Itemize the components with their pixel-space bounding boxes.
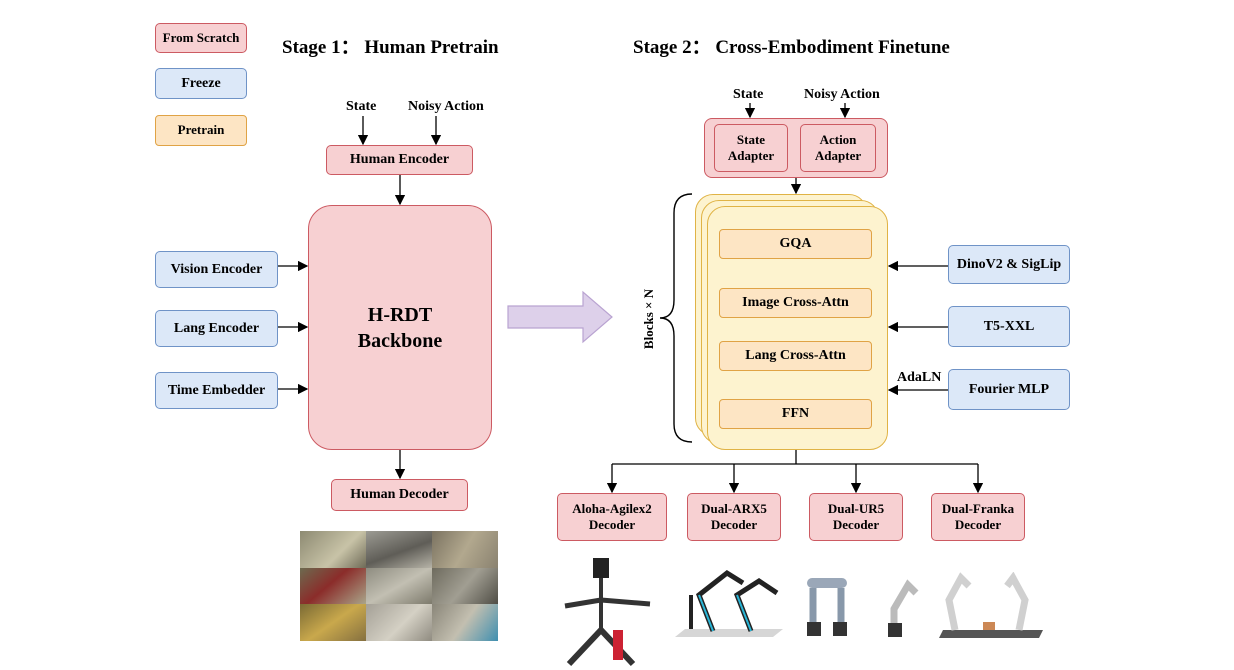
dual-arx5-decoder: Dual-ARX5 Decoder	[687, 493, 781, 541]
adaln-label: AdaLN	[897, 370, 942, 385]
decoder-suffix: Decoder	[588, 517, 636, 532]
action-adapter-line1: Action	[819, 131, 857, 147]
stage1-noisy-action-label: Noisy Action	[408, 99, 484, 114]
frame-1	[300, 531, 366, 568]
stage-transition-arrow	[507, 290, 613, 344]
ffn-block: FFN	[719, 399, 872, 429]
gqa-block: GQA	[719, 229, 872, 259]
backbone-line1: H-RDT	[367, 303, 433, 326]
stage1-state-label: State	[346, 99, 377, 114]
dual-ur5-robot-image	[807, 578, 847, 636]
action-adapter: Action Adapter	[800, 124, 876, 172]
stage2-noisy-action-label: Noisy Action	[804, 87, 880, 102]
decoder-suffix: Decoder	[710, 517, 758, 532]
lang-encoder: Lang Encoder	[155, 310, 278, 347]
decoder-name: Dual-Franka	[941, 500, 1015, 516]
state-adapter-line1: State	[736, 131, 766, 147]
blocks-brace	[659, 193, 693, 443]
legend-freeze: Freeze	[155, 68, 247, 99]
frame-8	[366, 604, 432, 641]
decoder-name: Dual-ARX5	[701, 500, 767, 516]
human-decoder: Human Decoder	[331, 479, 468, 511]
legend-from-scratch: From Scratch	[155, 23, 247, 53]
dual-ur5-decoder: Dual-UR5 Decoder	[809, 493, 903, 541]
frame-7	[300, 604, 366, 641]
aloha-agilex2-robot-image	[564, 558, 651, 667]
decoder-name: Aloha-Agilex2	[572, 500, 652, 516]
state-adapter: State Adapter	[714, 124, 788, 172]
vision-encoder: Vision Encoder	[155, 251, 278, 288]
stage1-title: Stage 1： Human Pretrain	[282, 37, 499, 58]
frame-2	[366, 531, 432, 568]
dual-franka-robot-image	[939, 572, 1043, 638]
frame-6	[432, 568, 498, 604]
state-adapter-line2: Adapter	[727, 148, 775, 163]
frame-4	[300, 568, 366, 604]
dinov2-siglip-encoder: DinoV2 & SigLip	[948, 245, 1070, 284]
decoder-suffix: Decoder	[954, 517, 1002, 532]
frame-3	[432, 531, 498, 568]
dual-arx5-robot-image	[675, 569, 783, 637]
aloha-agilex2-decoder: Aloha-Agilex2 Decoder	[557, 493, 667, 541]
decoder-name: Dual-UR5	[827, 500, 885, 516]
t5-xxl-encoder: T5-XXL	[948, 306, 1070, 347]
fourier-mlp: Fourier MLP	[948, 369, 1070, 410]
dual-franka-single-arm-image	[888, 579, 919, 637]
human-encoder: Human Encoder	[326, 145, 473, 175]
lang-cross-attn-block: Lang Cross-Attn	[719, 341, 872, 371]
h-rdt-backbone: H-RDT Backbone	[308, 205, 492, 450]
human-video-frames	[300, 531, 498, 641]
legend-pretrain: Pretrain	[155, 115, 247, 146]
frame-9	[432, 604, 498, 641]
decoder-suffix: Decoder	[832, 517, 880, 532]
blocks-times-n-label: Blocks × N	[641, 288, 656, 350]
backbone-line2: Backbone	[357, 329, 443, 352]
stage2-title: Stage 2： Cross-Embodiment Finetune	[633, 37, 950, 58]
dual-franka-decoder: Dual-Franka Decoder	[931, 493, 1025, 541]
image-cross-attn-block: Image Cross-Attn	[719, 288, 872, 318]
time-embedder: Time Embedder	[155, 372, 278, 409]
action-adapter-line2: Adapter	[814, 148, 862, 163]
stage2-state-label: State	[733, 87, 764, 102]
frame-5	[366, 568, 432, 604]
